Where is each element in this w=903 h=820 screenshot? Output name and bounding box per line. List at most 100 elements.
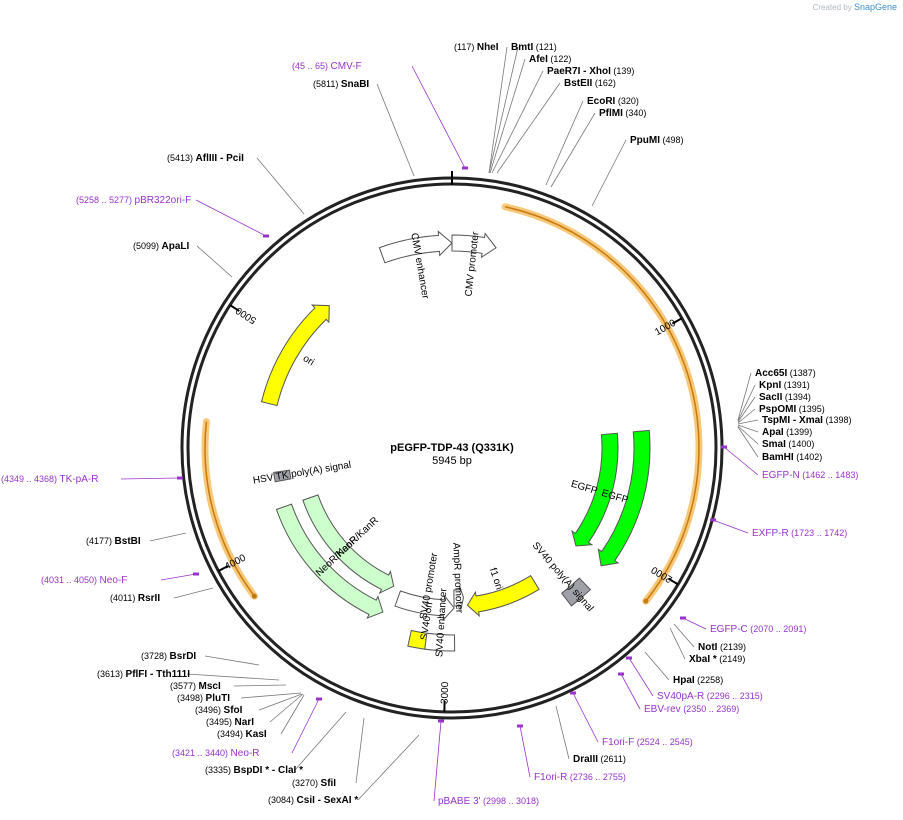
site-apali: (5099) ApaLI xyxy=(133,241,233,278)
primer-mark xyxy=(721,445,727,449)
site-label: TspMI - XmaI (1398) xyxy=(762,415,851,426)
site-leader-line xyxy=(737,372,752,421)
site-position: (498) xyxy=(660,135,684,145)
site-label: DraIII (2611) xyxy=(573,754,626,765)
site-afei: AfeI (122) xyxy=(489,54,571,174)
primer-mark xyxy=(462,166,468,170)
site-leader-line xyxy=(737,424,759,433)
primer-name: pBR322ori-F xyxy=(135,195,192,206)
snapgene-credit: Created by SnapGene xyxy=(813,2,897,12)
primer-range: (2524 .. 2545) xyxy=(634,737,693,747)
site-position: (122) xyxy=(548,54,572,64)
primer-name: EXFP-R xyxy=(752,528,789,539)
site-csii: (3084) CsiI - SexAI * xyxy=(268,734,420,806)
primer-name: SV40pA-R xyxy=(657,691,704,702)
site-name: NotI xyxy=(698,642,718,653)
primer-range: (2296 .. 2315) xyxy=(704,691,763,701)
site-name: CsiI xyxy=(297,795,316,806)
site-name: BsrDI xyxy=(170,651,197,662)
primer-leader-line xyxy=(120,477,181,480)
site-leader-line xyxy=(545,100,584,186)
site-name: SfoI xyxy=(224,705,243,716)
primer-name: EBV-rev xyxy=(644,704,681,715)
site-position: (3495) xyxy=(206,717,235,727)
site-label: (3498) PluTI xyxy=(177,693,230,704)
site-label: (3577) MscI xyxy=(170,681,221,692)
site-name: DraIII xyxy=(573,754,598,765)
primer-leader-line xyxy=(291,698,320,754)
feature-label: ori xyxy=(301,353,316,368)
site-position: (2139) xyxy=(717,642,746,652)
site-leader-line xyxy=(737,396,756,423)
orf-line xyxy=(504,206,700,602)
primer-label: EBV-rev (2350 .. 2369) xyxy=(644,704,739,715)
site-name: ApaLI xyxy=(162,241,190,252)
feature-cmv-enhancer xyxy=(378,230,453,264)
primer-sv40par: SV40pA-R (2296 .. 2315) xyxy=(626,656,763,702)
site-label: NotI (2139) xyxy=(698,642,746,653)
site-name: BstBI xyxy=(115,536,141,547)
site-leader-line xyxy=(496,82,561,174)
primer-f1orif: F1ori-F (2524 .. 2545) xyxy=(570,691,693,748)
feature-label: SV40 poly(A) signal xyxy=(530,540,596,614)
site-label: (5811) SnaBI xyxy=(313,79,369,90)
site-extra: - XhoI xyxy=(580,66,611,77)
site-pflmi: PflMI (340) xyxy=(550,108,647,188)
site-position: (320) xyxy=(615,96,639,106)
site-name: PspOMI xyxy=(759,404,796,415)
primer-mark xyxy=(710,518,716,522)
site-position: (162) xyxy=(592,78,616,88)
primer-leader-line xyxy=(411,65,466,169)
site-name: AflIII xyxy=(196,153,218,164)
site-extra: - Tth111I xyxy=(147,669,190,680)
primer-label: (4349 .. 4368) TK-pA-R xyxy=(1,474,98,485)
site-pflfi: (3613) PflFI - Tth111I xyxy=(97,669,280,681)
primer-mark xyxy=(177,476,183,480)
primer-egfpn: EGFP-N (1462 .. 1483) xyxy=(721,445,858,481)
site-leader-line xyxy=(196,245,233,278)
primer-label: pBABE 3' (2998 .. 3018) xyxy=(438,796,539,807)
primer-label: F1ori-F (2524 .. 2545) xyxy=(602,737,693,748)
site-extra: - PciI xyxy=(217,153,244,164)
site-label: (5099) ApaLI xyxy=(133,241,190,252)
site-leader-line xyxy=(555,705,570,760)
site-label: (117) NheI xyxy=(454,42,499,53)
site-position: (340) xyxy=(623,108,647,118)
primer-mark xyxy=(438,719,444,723)
site-sfoi: (3496) SfoI xyxy=(195,693,303,716)
feature-label: HSV TK poly(A) signal xyxy=(252,460,352,487)
site-label: AfeI (122) xyxy=(529,54,571,65)
primer-range: (2736 .. 2755) xyxy=(567,772,626,782)
tick-mark xyxy=(217,565,229,572)
orf-arrowhead xyxy=(643,598,649,604)
site-name: SfiI xyxy=(321,778,337,789)
site-leader-line xyxy=(258,693,303,711)
site-label: PpuMI (498) xyxy=(630,135,684,146)
site-position: (3577) xyxy=(170,681,199,691)
site-label: (5413) AflIII - PciI xyxy=(167,153,244,164)
feature-hsv-tk-poly-a-signal xyxy=(273,469,292,483)
snapgene-logo: SnapGene xyxy=(853,2,897,12)
site-position: (139) xyxy=(611,66,635,76)
site-afliii: (5413) AflIII - PciI xyxy=(167,153,305,215)
feature-ori xyxy=(260,304,330,407)
primer-name: F1ori-F xyxy=(602,737,634,748)
primer-label: (4031 .. 4050) Neo-F xyxy=(41,575,127,586)
site-label: SmaI (1400) xyxy=(762,439,814,450)
site-position: (3496) xyxy=(195,705,224,715)
site-name: RsrII xyxy=(138,593,160,604)
site-name: AfeI xyxy=(529,54,548,65)
site-position: (5099) xyxy=(133,241,162,251)
site-position: (1402) xyxy=(794,452,823,462)
site-leader-line xyxy=(355,717,365,784)
feature-egfp xyxy=(597,429,651,567)
site-pspomi: PspOMI (1395) xyxy=(737,404,825,424)
feature-sv40-enhancer xyxy=(424,632,456,652)
site-tspmi: TspMI - XmaI (1398) xyxy=(737,415,851,426)
primer-leader-line xyxy=(682,617,707,630)
site-sacii: SacII (1394) xyxy=(737,392,811,423)
site-draiii: DraIII (2611) xyxy=(555,705,626,765)
tick-mark xyxy=(671,317,683,325)
site-name: SmaI xyxy=(762,439,786,450)
